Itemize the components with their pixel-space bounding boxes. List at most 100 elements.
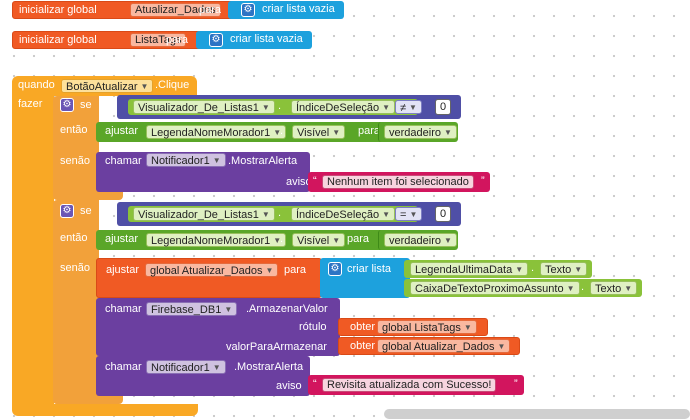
component-name: BotãoAtualizar xyxy=(66,81,138,93)
operator-symbol: ≠ xyxy=(400,102,407,114)
variable-dropdown[interactable]: global ListaTags▼ xyxy=(377,320,477,334)
create-empty-list-block[interactable]: ⚙ criar lista vazia xyxy=(196,31,312,49)
component-dropdown[interactable]: LegendaNomeMorador1▼ xyxy=(146,233,287,247)
if-else-block-1[interactable] xyxy=(53,96,99,198)
component-name: Visualizador_De_Listas1 xyxy=(138,209,259,221)
dot-separator: . xyxy=(581,281,585,293)
create-list-block[interactable]: ⚙ criar lista xyxy=(320,258,410,298)
variable-dropdown[interactable]: global Atualizar_Dados▼ xyxy=(145,263,279,277)
text-block[interactable]: “ Nenhum item foi selecionado ” xyxy=(308,172,490,192)
global-variable-block-atualizar-dados[interactable]: inicializar global Atualizar_Dados para xyxy=(12,1,236,19)
number-block[interactable]: 0 xyxy=(427,98,459,116)
do-keyword: fazer xyxy=(18,98,43,110)
property-dropdown[interactable]: ÍndiceDeSeleção▼ xyxy=(291,100,396,114)
call-notifier-block[interactable]: chamar Notificador1▼ .MostrarAlerta avis… xyxy=(96,356,310,396)
operator-dropdown[interactable]: =▼ xyxy=(395,207,423,221)
global-variable-block-lista-tags[interactable]: inicializar global ListaTags para xyxy=(12,31,204,49)
set-property-block[interactable]: ajustar LegendaNomeMorador1▼ . Visível▼ … xyxy=(96,122,458,142)
get-variable-block[interactable]: obter global Atualizar_Dados▼ xyxy=(338,337,520,355)
component-name: Visualizador_De_Listas1 xyxy=(138,102,259,114)
component-name: CaixaDeTextoProximoAssunto xyxy=(415,283,564,295)
property-dropdown[interactable]: Visível▼ xyxy=(292,233,346,247)
variable-name-field[interactable]: ListaTags xyxy=(130,33,187,47)
event-body-strip xyxy=(12,96,54,406)
component-name: Notificador1 xyxy=(151,155,210,167)
create-empty-list-block[interactable]: ⚙ criar lista vazia xyxy=(228,1,344,19)
component-dropdown[interactable]: LegendaNomeMorador1▼ xyxy=(146,125,287,139)
dot-separator: . xyxy=(280,233,284,245)
math-compare-block[interactable]: Visualizador_De_Listas1▼ . ÍndiceDeSeleç… xyxy=(117,95,461,119)
component-dropdown[interactable]: Visualizador_De_Listas1▼ xyxy=(133,100,275,114)
number-field[interactable]: 0 xyxy=(435,99,452,115)
property-dropdown[interactable]: Texto▼ xyxy=(590,281,638,295)
dot-separator: . xyxy=(278,100,282,112)
text-field[interactable]: Nenhum item foi selecionado xyxy=(322,175,474,189)
gear-icon[interactable]: ⚙ xyxy=(328,262,342,276)
gear-icon[interactable]: ⚙ xyxy=(60,98,74,112)
component-dropdown[interactable]: LegendaUltimaData▼ xyxy=(410,262,529,276)
component-property-getter[interactable]: CaixaDeTextoProximoAssunto▼ . Texto▼ xyxy=(404,279,642,297)
number-block[interactable]: 0 xyxy=(427,205,459,223)
property-name: Texto xyxy=(595,283,622,295)
boolean-block[interactable]: verdadeiro▼ xyxy=(378,230,457,250)
property-dropdown[interactable]: ÍndiceDeSeleção▼ xyxy=(291,207,396,221)
set-global-variable-block[interactable]: ajustar global Atualizar_Dados▼ para xyxy=(96,258,322,298)
dropdown-arrow-icon: ▼ xyxy=(497,342,506,351)
variable-name-text: Atualizar_Dados xyxy=(135,4,216,16)
call-keyword: chamar xyxy=(105,361,142,373)
variable-dropdown[interactable]: global Atualizar_Dados▼ xyxy=(377,339,511,353)
boolean-block[interactable]: verdadeiro▼ xyxy=(378,122,457,142)
component-name: LegendaNomeMorador1 xyxy=(151,235,271,247)
then-keyword: então xyxy=(60,232,88,244)
component-dropdown[interactable]: BotãoAtualizar▼ xyxy=(61,79,154,93)
component-dropdown[interactable]: Notificador1▼ xyxy=(146,360,226,374)
number-field[interactable]: 0 xyxy=(435,206,452,222)
gear-icon[interactable]: ⚙ xyxy=(209,33,223,47)
dropdown-arrow-icon: ▼ xyxy=(261,210,270,219)
dropdown-arrow-icon: ▼ xyxy=(224,305,233,314)
initialize-global-keyword: inicializar global xyxy=(19,34,97,46)
component-dropdown[interactable]: CaixaDeTextoProximoAssunto▼ xyxy=(410,281,580,295)
event-footer xyxy=(12,404,198,416)
dropdown-arrow-icon: ▼ xyxy=(409,103,417,112)
property-dropdown[interactable]: Visível▼ xyxy=(292,125,346,139)
create-empty-list-text: criar lista vazia xyxy=(262,3,335,15)
dropdown-arrow-icon: ▼ xyxy=(265,266,274,275)
boolean-dropdown[interactable]: verdadeiro▼ xyxy=(384,233,457,247)
event-handler-header[interactable]: quando BotãoAtualizar▼ .Clique xyxy=(12,76,197,96)
gear-icon[interactable]: ⚙ xyxy=(241,3,255,17)
component-dropdown[interactable]: Firebase_DB1▼ xyxy=(146,302,238,316)
call-firebase-block[interactable]: chamar Firebase_DB1▼ .ArmazenarValor rót… xyxy=(96,298,340,356)
text-field[interactable]: Revisita atualizada com Sucesso! xyxy=(322,378,497,392)
gear-icon[interactable]: ⚙ xyxy=(60,204,74,218)
get-variable-block[interactable]: obter global ListaTags▼ xyxy=(338,318,488,336)
component-name: Firebase_DB1 xyxy=(151,304,222,316)
dropdown-arrow-icon: ▼ xyxy=(574,265,583,274)
dropdown-arrow-icon: ▼ xyxy=(443,128,452,137)
operator-dropdown[interactable]: ≠▼ xyxy=(395,100,422,114)
workspace-scrollbar[interactable] xyxy=(384,409,690,419)
list-index-getter[interactable]: Visualizador_De_Listas1▼ . ÍndiceDeSeleç… xyxy=(128,99,418,115)
if-block-2-footer xyxy=(53,396,123,404)
if-else-block-2[interactable] xyxy=(53,200,99,404)
initialize-global-keyword: inicializar global xyxy=(19,4,97,16)
component-dropdown[interactable]: Notificador1▼ xyxy=(146,153,226,167)
property-name: ÍndiceDeSeleção xyxy=(296,209,380,221)
dropdown-arrow-icon: ▼ xyxy=(212,156,221,165)
call-notifier-block[interactable]: chamar Notificador1▼ .MostrarAlerta avis… xyxy=(96,152,312,192)
dropdown-arrow-icon: ▼ xyxy=(409,210,418,219)
component-property-getter[interactable]: LegendaUltimaData▼ . Texto▼ xyxy=(404,260,592,278)
dropdown-arrow-icon: ▼ xyxy=(332,236,341,245)
math-compare-block[interactable]: Visualizador_De_Listas1▼ . ÍndiceDeSeleç… xyxy=(117,202,461,226)
then-keyword: então xyxy=(60,124,88,136)
set-property-block[interactable]: ajustar LegendaNomeMorador1▼ . Visível▼ … xyxy=(96,230,458,250)
if-keyword: se xyxy=(80,99,92,111)
list-index-getter[interactable]: Visualizador_De_Listas1▼ . ÍndiceDeSeleç… xyxy=(128,206,418,222)
property-dropdown[interactable]: Texto▼ xyxy=(540,262,588,276)
variable-name-field[interactable]: Atualizar_Dados xyxy=(130,3,221,17)
boolean-dropdown[interactable]: verdadeiro▼ xyxy=(384,125,457,139)
component-name: LegendaUltimaData xyxy=(415,264,513,276)
text-block[interactable]: “ Revisita atualizada com Sucesso! ” xyxy=(308,375,524,395)
boolean-value: verdadeiro xyxy=(389,127,441,139)
component-dropdown[interactable]: Visualizador_De_Listas1▼ xyxy=(133,207,275,221)
